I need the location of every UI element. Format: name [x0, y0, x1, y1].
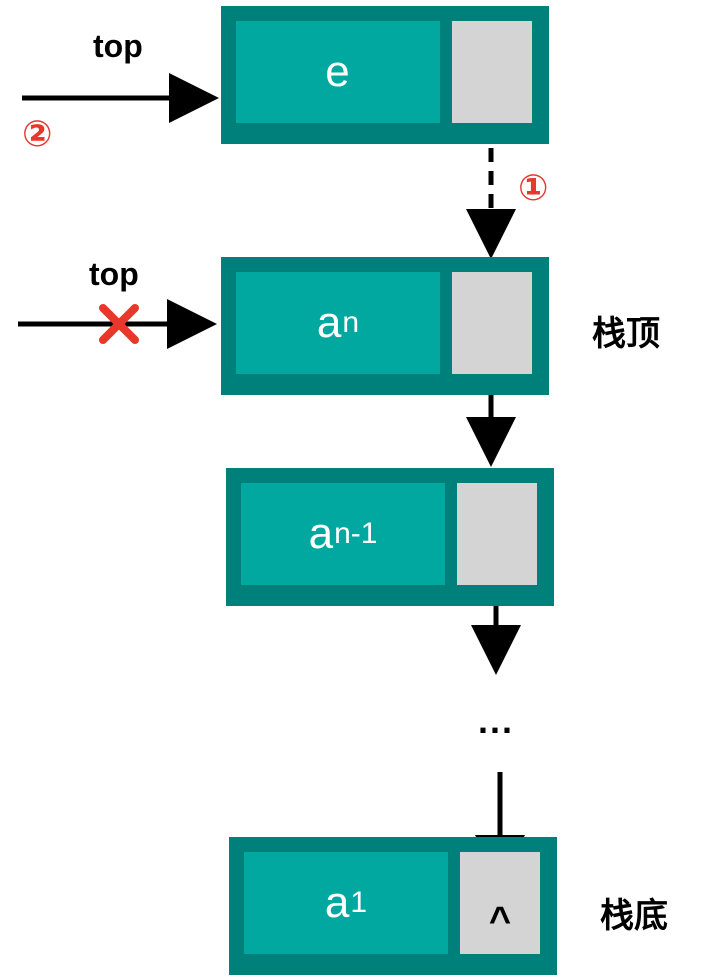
node-subscript: 1 — [350, 886, 368, 919]
ellipsis: ... — [478, 700, 515, 741]
node-e: e — [221, 6, 549, 144]
node-next-cell — [457, 483, 537, 585]
node-subscript: n-1 — [334, 517, 378, 550]
node-subscript: n — [342, 306, 360, 339]
node-value: a — [316, 298, 342, 347]
step-1-label: ① — [518, 168, 549, 209]
node-value: a — [308, 509, 334, 558]
node-value: e — [325, 47, 350, 96]
step-2-label: ② — [22, 114, 53, 155]
top-pointer-old-label: top — [89, 256, 139, 292]
node-next-cell — [452, 21, 532, 123]
node-data-cell: e — [236, 21, 440, 123]
null-marker: ^ — [488, 900, 512, 942]
stack-top-label: 栈顶 — [592, 314, 660, 354]
top-pointer-new-label: top — [93, 28, 143, 64]
node-next-cell — [452, 272, 532, 374]
node-next-cell: ^ — [460, 852, 540, 954]
stack-bottom-label: 栈底 — [600, 896, 668, 936]
node-value: a — [324, 878, 350, 927]
cross-out-icon — [99, 304, 139, 344]
